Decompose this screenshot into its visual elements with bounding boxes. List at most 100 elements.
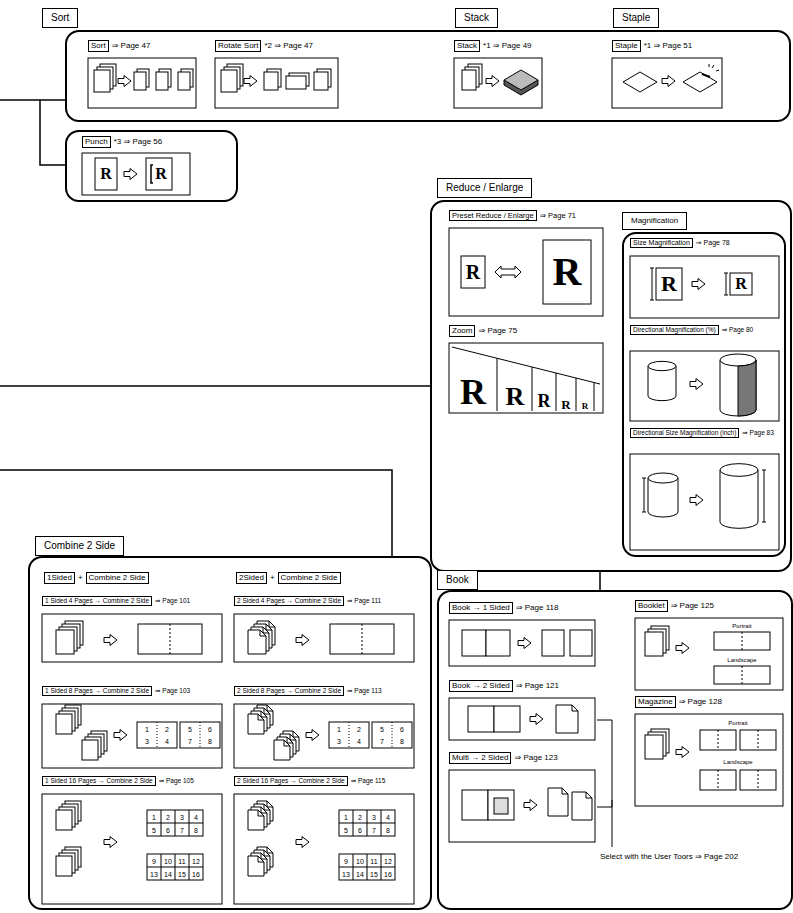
sheet-icon: [572, 792, 592, 820]
cylinder-icon: [720, 470, 758, 528]
illustration-frame: [42, 614, 222, 662]
sheet-icon: [740, 770, 776, 790]
page-number: 16: [384, 870, 392, 877]
arrow-icon: [676, 747, 689, 758]
drawing-stroke: [586, 792, 592, 798]
function-header: Multi → 2 Sided⇒ Page 123: [449, 752, 593, 764]
section-tab: Staple: [613, 8, 659, 28]
page-reference: ⇒ Page 111: [347, 597, 381, 605]
page-number: 3: [372, 813, 376, 820]
page-number: 4: [386, 813, 390, 820]
section-tab: Magnification: [622, 212, 687, 230]
function-key: Preset Reduce / Enlarge: [449, 210, 537, 221]
illustration-frame: [449, 228, 603, 316]
function-box: Booklet⇒ Page 125: [633, 600, 785, 692]
function-box: 1 Sided 16 Pages → Combine 2 Side⇒ Page …: [40, 776, 224, 906]
shading: [738, 360, 756, 416]
sheet-icon: [134, 72, 146, 90]
section-tab: Combine 2 Side: [35, 536, 124, 556]
page-reference: ⇒ Page 103: [155, 687, 190, 695]
page-number: 15: [370, 870, 378, 877]
function-box: Directional Size Magnification (inch)⇒ P…: [628, 428, 781, 552]
page-number: 1: [145, 726, 149, 733]
page-number: 13: [342, 870, 350, 877]
page-number: 2: [165, 726, 169, 733]
cylinder-icon: [648, 366, 676, 401]
arrow-icon: [692, 279, 705, 290]
function-box: Directional Magnification (%)⇒ Page 80: [628, 325, 781, 423]
drawing-stroke: [147, 810, 203, 836]
drawing-stroke: [556, 373, 557, 411]
page-number: Landscape: [723, 759, 752, 765]
drawing-stroke: [258, 714, 264, 720]
page-number: 7: [372, 826, 376, 833]
function-header: Punch*3 ⇒ Page 56: [82, 136, 236, 148]
section-tab: Reduce / Enlarge: [437, 178, 532, 198]
drawing-stroke: [497, 358, 498, 411]
sheet-icon: [462, 790, 488, 820]
sheet-icon: [556, 705, 578, 733]
paper-icon: [623, 72, 657, 92]
drawing-stroke: [562, 788, 568, 794]
function-header: 1 Sided 16 Pages → Combine 2 Side⇒ Page …: [42, 776, 220, 786]
function-header: Sort⇒ Page 47: [88, 40, 194, 52]
function-key: Book → 1 Sided: [449, 602, 513, 614]
sheet-icon: [730, 273, 752, 295]
function-header: Book → 1 Sided⇒ Page 118: [449, 602, 593, 614]
page-reference: ⇒ Page 128: [679, 697, 722, 707]
function-box: Magazine⇒ Page 128: [633, 696, 785, 808]
page-number: 1: [337, 726, 341, 733]
illustration-frame: [630, 256, 779, 318]
function-header: 2 Sided 8 Pages → Combine 2 Side⇒ Page 1…: [234, 686, 412, 696]
drawing-stroke: [758, 770, 759, 790]
sheet-icon: [462, 70, 476, 90]
illustration-frame: [234, 794, 414, 904]
sheet-icon: [56, 856, 72, 876]
sheet-icon: [314, 72, 328, 90]
drawing-stroke: [267, 705, 273, 711]
drawing-stroke: [762, 470, 766, 522]
page-number: 9: [152, 857, 156, 864]
arrow-icon: [690, 379, 703, 390]
section-tab: Book: [437, 570, 478, 590]
function-header: Directional Size Magnification (inch)⇒ P…: [630, 428, 777, 438]
drawing-stroke: [269, 621, 275, 627]
sheet-icon: [248, 630, 266, 654]
sheet-icon: [248, 810, 264, 830]
drawing-stroke: [724, 273, 728, 295]
arrow-icon: [518, 638, 531, 649]
page-number: 2: [166, 813, 170, 820]
function-key: 1Sided: [44, 572, 75, 584]
function-box: Size Magnification⇒ Page 78: [628, 238, 781, 320]
page-number: 7: [180, 826, 184, 833]
drawing-stroke: [267, 847, 273, 853]
page-reference: ⇒ Page 115: [351, 777, 386, 785]
sample-letter: R: [561, 398, 570, 411]
page-reference: ⇒ Page 105: [159, 777, 194, 785]
function-header: 1 Sided 4 Pages → Combine 2 Side⇒ Page 1…: [42, 596, 220, 606]
drawing-stroke: [572, 705, 578, 711]
drawing-stroke: [264, 804, 270, 810]
function-key: 2Sided: [236, 572, 267, 584]
page-number: 10: [164, 857, 172, 864]
function-header: Preset Reduce / Enlarge⇒ Page 71: [449, 210, 601, 221]
arrow-icon: [124, 169, 137, 180]
function-key: Zoom: [449, 325, 475, 337]
arrow-icon: [114, 730, 127, 741]
arrow-icon: [104, 837, 117, 848]
illustration-frame: [449, 698, 595, 740]
cylinder-top: [648, 361, 676, 370]
function-key: Sort: [88, 40, 109, 52]
illustration-frame: [42, 794, 222, 904]
section-tab: Stack: [455, 8, 498, 28]
group-panel: Size Magnification⇒ Page 78Directional M…: [622, 232, 786, 557]
sheet-icon: [645, 632, 663, 656]
drawing-stroke: [709, 64, 719, 71]
sheet-icon: [645, 735, 663, 759]
sheet-icon: [137, 722, 177, 748]
page-number: 6: [166, 826, 170, 833]
arrow-icon: [104, 635, 117, 646]
drawing-stroke: [267, 801, 273, 807]
sheet-icon: [656, 268, 682, 300]
function-box: 2 Sided 16 Pages → Combine 2 Side⇒ Page …: [232, 776, 416, 906]
